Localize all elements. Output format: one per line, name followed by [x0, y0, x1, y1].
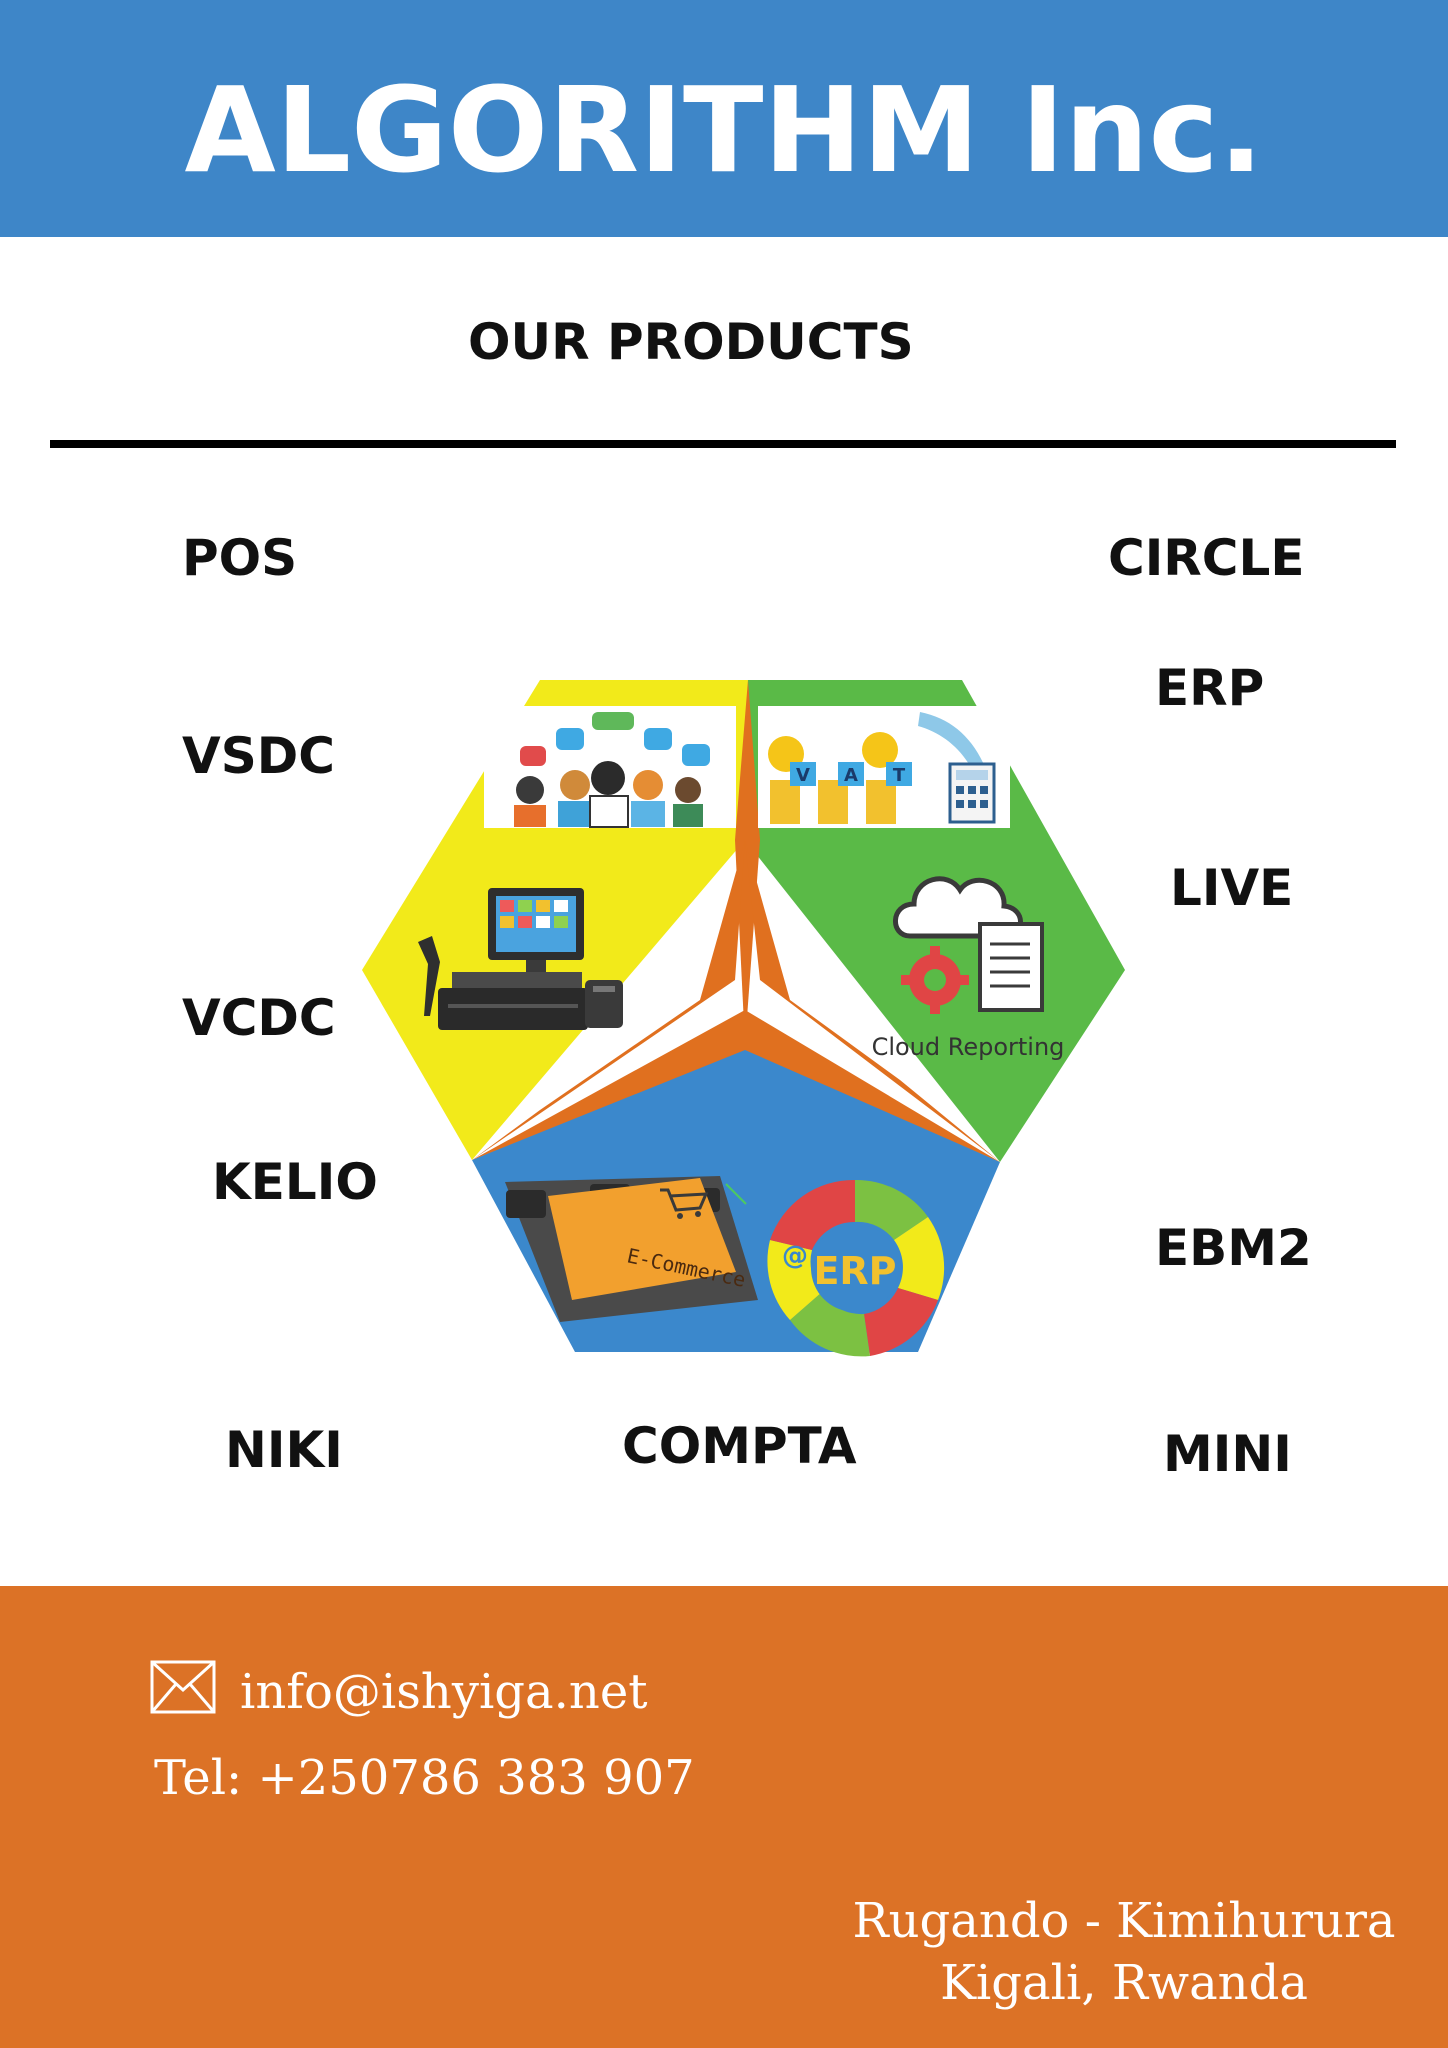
email-link[interactable]: info@ishyiga.net	[240, 1664, 648, 1720]
product-erp: ERP	[1155, 659, 1265, 717]
at-sign-icon: @	[782, 1241, 808, 1271]
product-ebm2: EBM2	[1155, 1219, 1312, 1277]
product-live: LIVE	[1170, 859, 1294, 917]
section-title: OUR PRODUCTS	[468, 313, 914, 371]
product-pos: POS	[182, 529, 298, 587]
vat-letter-a: A	[844, 765, 858, 786]
divider	[50, 440, 1396, 448]
vat-coins-image: V A T	[758, 706, 1010, 828]
envelope-icon	[150, 1660, 216, 1714]
shopping-cart-icon	[660, 1188, 709, 1219]
product-vcdc: VCDC	[182, 989, 336, 1047]
product-circle: CIRCLE	[1108, 529, 1305, 587]
address-line-1: Rugando - Kimihurura	[852, 1893, 1396, 1949]
gear-icon	[901, 946, 969, 1014]
product-compta: COMPTA	[622, 1417, 857, 1475]
footer-contact-band	[0, 1586, 1448, 2048]
erp-wheel-label: ERP	[813, 1249, 896, 1293]
company-name: ALGORITHM Inc.	[184, 61, 1264, 199]
customer-support-image	[484, 706, 736, 828]
product-vsdc: VSDC	[182, 727, 335, 785]
cloud-document-icon	[893, 876, 1044, 1012]
erp-wheel-icon: ERP @	[767, 1179, 945, 1357]
product-niki: NIKI	[225, 1421, 343, 1479]
vat-letter-v: V	[796, 765, 810, 786]
products-hexagon-graphic: V A T	[362, 680, 1125, 1357]
header-banner	[0, 0, 1448, 237]
phone-number: Tel: +250786 383 907	[154, 1750, 695, 1806]
address-line-2: Kigali, Rwanda	[940, 1955, 1308, 2011]
pos-terminal-icon	[418, 888, 623, 1030]
product-kelio: KELIO	[212, 1153, 378, 1211]
address-block: Rugando - Kimihurura Kigali, Rwanda	[844, 1890, 1404, 2014]
ecommerce-keyboard-image: E-Commerce	[505, 1176, 758, 1322]
product-mini: MINI	[1163, 1425, 1292, 1483]
cloud-reporting-label: Cloud Reporting	[872, 1033, 1065, 1061]
vat-letter-t: T	[893, 765, 906, 786]
